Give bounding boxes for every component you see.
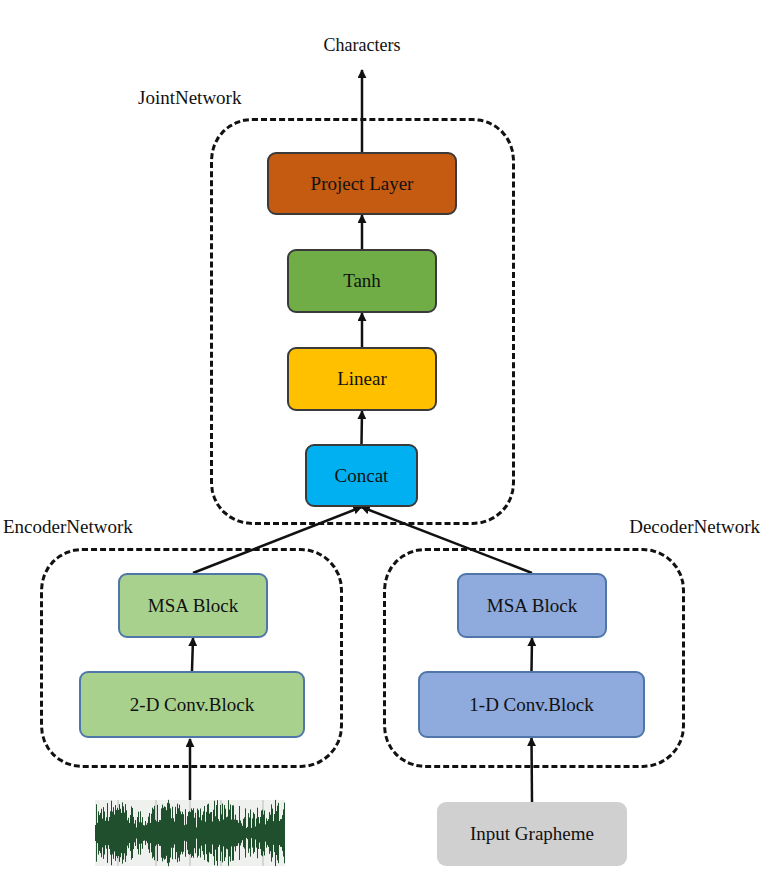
box-label: Concat: [335, 465, 389, 487]
waveform-grid: [118, 800, 263, 866]
concat-box: Concat: [305, 444, 418, 507]
flow-arrow: [362, 507, 533, 573]
box-label: Linear: [337, 368, 387, 390]
box-label: MSA Block: [148, 595, 238, 617]
box-label: 2-D Conv.Block: [130, 694, 254, 716]
flow-arrow: [360, 411, 363, 444]
output-arrow: [361, 70, 364, 152]
decoder-network-group: DecoderNetworkMSA Block1-D Conv.Block: [383, 548, 685, 768]
box-label: Project Layer: [311, 173, 414, 195]
flow-arrow: [530, 738, 533, 802]
output-label: Characters: [324, 35, 401, 56]
waveform-signal: [96, 800, 285, 866]
encoder-network-group: EncoderNetworkMSA Block2-D Conv.Block: [40, 548, 343, 768]
box-label: Tanh: [343, 270, 381, 292]
waveform-background: [95, 800, 285, 866]
box-label: MSA Block: [487, 595, 577, 617]
flow-arrow: [530, 638, 533, 671]
input-box: Input Grapheme: [437, 802, 627, 866]
flow-arrow: [192, 638, 193, 671]
project-layer-box: Project Layer: [267, 152, 457, 215]
flow-arrow: [193, 507, 362, 573]
box-label: 1-D Conv.Block: [469, 694, 593, 716]
conv-block-box: 2-D Conv.Block: [79, 671, 305, 738]
msa-block-box: MSA Block: [118, 573, 268, 638]
flow-arrow: [361, 313, 364, 347]
linear-box: Linear: [287, 347, 437, 411]
msa-block-box: MSA Block: [457, 573, 607, 638]
conv-block-box: 1-D Conv.Block: [418, 671, 645, 738]
group-title: DecoderNetwork: [629, 516, 760, 538]
joint-network-group: JointNetworkProject LayerTanhLinearConca…: [210, 118, 515, 525]
flow-arrow: [361, 215, 364, 249]
group-title: JointNetwork: [138, 87, 241, 109]
group-title: EncoderNetwork: [3, 516, 133, 538]
box-label: Input Grapheme: [470, 823, 594, 845]
input-arrow: [189, 739, 192, 800]
tanh-box: Tanh: [287, 249, 437, 313]
waveform-illustration: [95, 800, 285, 866]
